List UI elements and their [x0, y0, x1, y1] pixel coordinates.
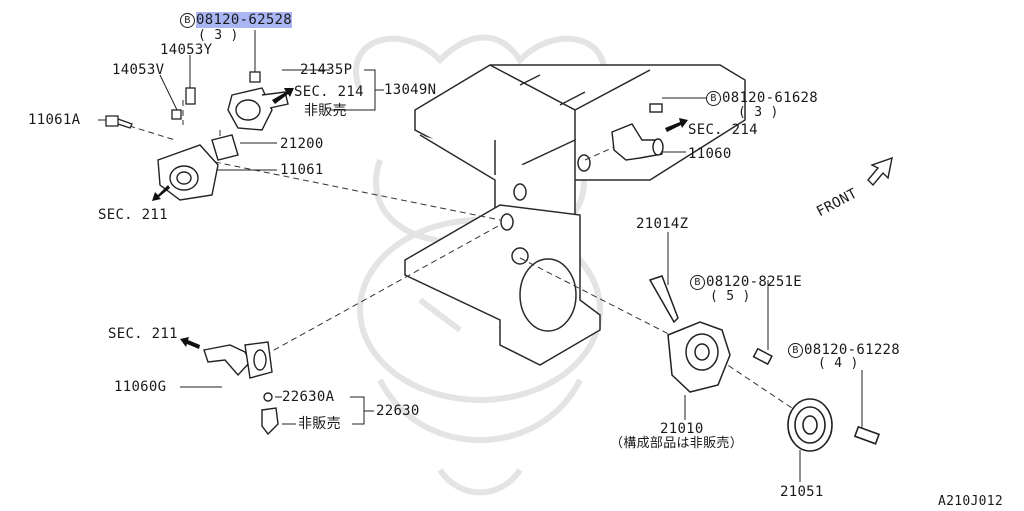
part-21010[interactable]: 21010	[660, 421, 704, 437]
qty-pump-bolt: ( 5 )	[710, 289, 751, 304]
qty-right-bolt: ( 3 )	[738, 105, 779, 120]
part-22630[interactable]: 22630	[376, 403, 420, 419]
bolt-marker-icon: B	[690, 275, 705, 290]
sec-arrows	[152, 88, 688, 349]
qty-top-bolt: ( 3 )	[198, 28, 239, 43]
sec-214-top[interactable]: SEC. 214	[294, 84, 364, 100]
water-pump-21010	[648, 275, 773, 393]
part-13049N[interactable]: 13049N	[384, 82, 437, 98]
part-11060G[interactable]: 11060G	[114, 379, 167, 395]
part-11060[interactable]: 11060	[688, 146, 732, 162]
bolt-marker-icon: B	[788, 343, 803, 358]
part-08120-61628[interactable]: 08120-61628	[722, 90, 819, 106]
water-inlet-11060G	[203, 341, 279, 436]
sec-211-left[interactable]: SEC. 211	[108, 326, 178, 342]
thermostat-housing	[157, 87, 289, 201]
front-arrow-icon	[867, 156, 893, 187]
part-22630A[interactable]: 22630A	[282, 389, 335, 405]
pulley-21051	[787, 398, 881, 452]
part-11061A[interactable]: 11061A	[28, 112, 81, 128]
qty-pulley-bolt: ( 4 )	[818, 356, 859, 371]
part-21200[interactable]: 21200	[280, 136, 324, 152]
not-sold-bottom: 非販売	[298, 416, 341, 432]
part-14053Y[interactable]: 14053Y	[160, 42, 213, 58]
water-outlet-11060	[611, 103, 664, 161]
sec-214-right[interactable]: SEC. 214	[688, 122, 758, 138]
bolt-marker-icon: B	[180, 13, 195, 28]
highlighted-part-number[interactable]: 08120-62528	[196, 12, 293, 28]
part-14053V[interactable]: 14053V	[112, 62, 165, 78]
part-21051[interactable]: 21051	[780, 484, 824, 500]
part-11061[interactable]: 11061	[280, 162, 324, 178]
top-bolts	[105, 71, 261, 129]
part-21010-note: （構成部品は非販売）	[610, 436, 744, 451]
part-08120-61228[interactable]: 08120-61228	[804, 342, 901, 358]
part-21435P[interactable]: 21435P	[300, 62, 353, 78]
engine-block	[404, 64, 746, 366]
bolt-marker-icon: B	[706, 91, 721, 106]
not-sold-top: 非販売	[304, 103, 347, 119]
sec-211-top[interactable]: SEC. 211	[98, 207, 168, 223]
part-08120-8251E[interactable]: 08120-8251E	[706, 274, 803, 290]
diagram-code: A210J012	[938, 494, 1004, 509]
part-21014Z[interactable]: 21014Z	[636, 216, 689, 232]
